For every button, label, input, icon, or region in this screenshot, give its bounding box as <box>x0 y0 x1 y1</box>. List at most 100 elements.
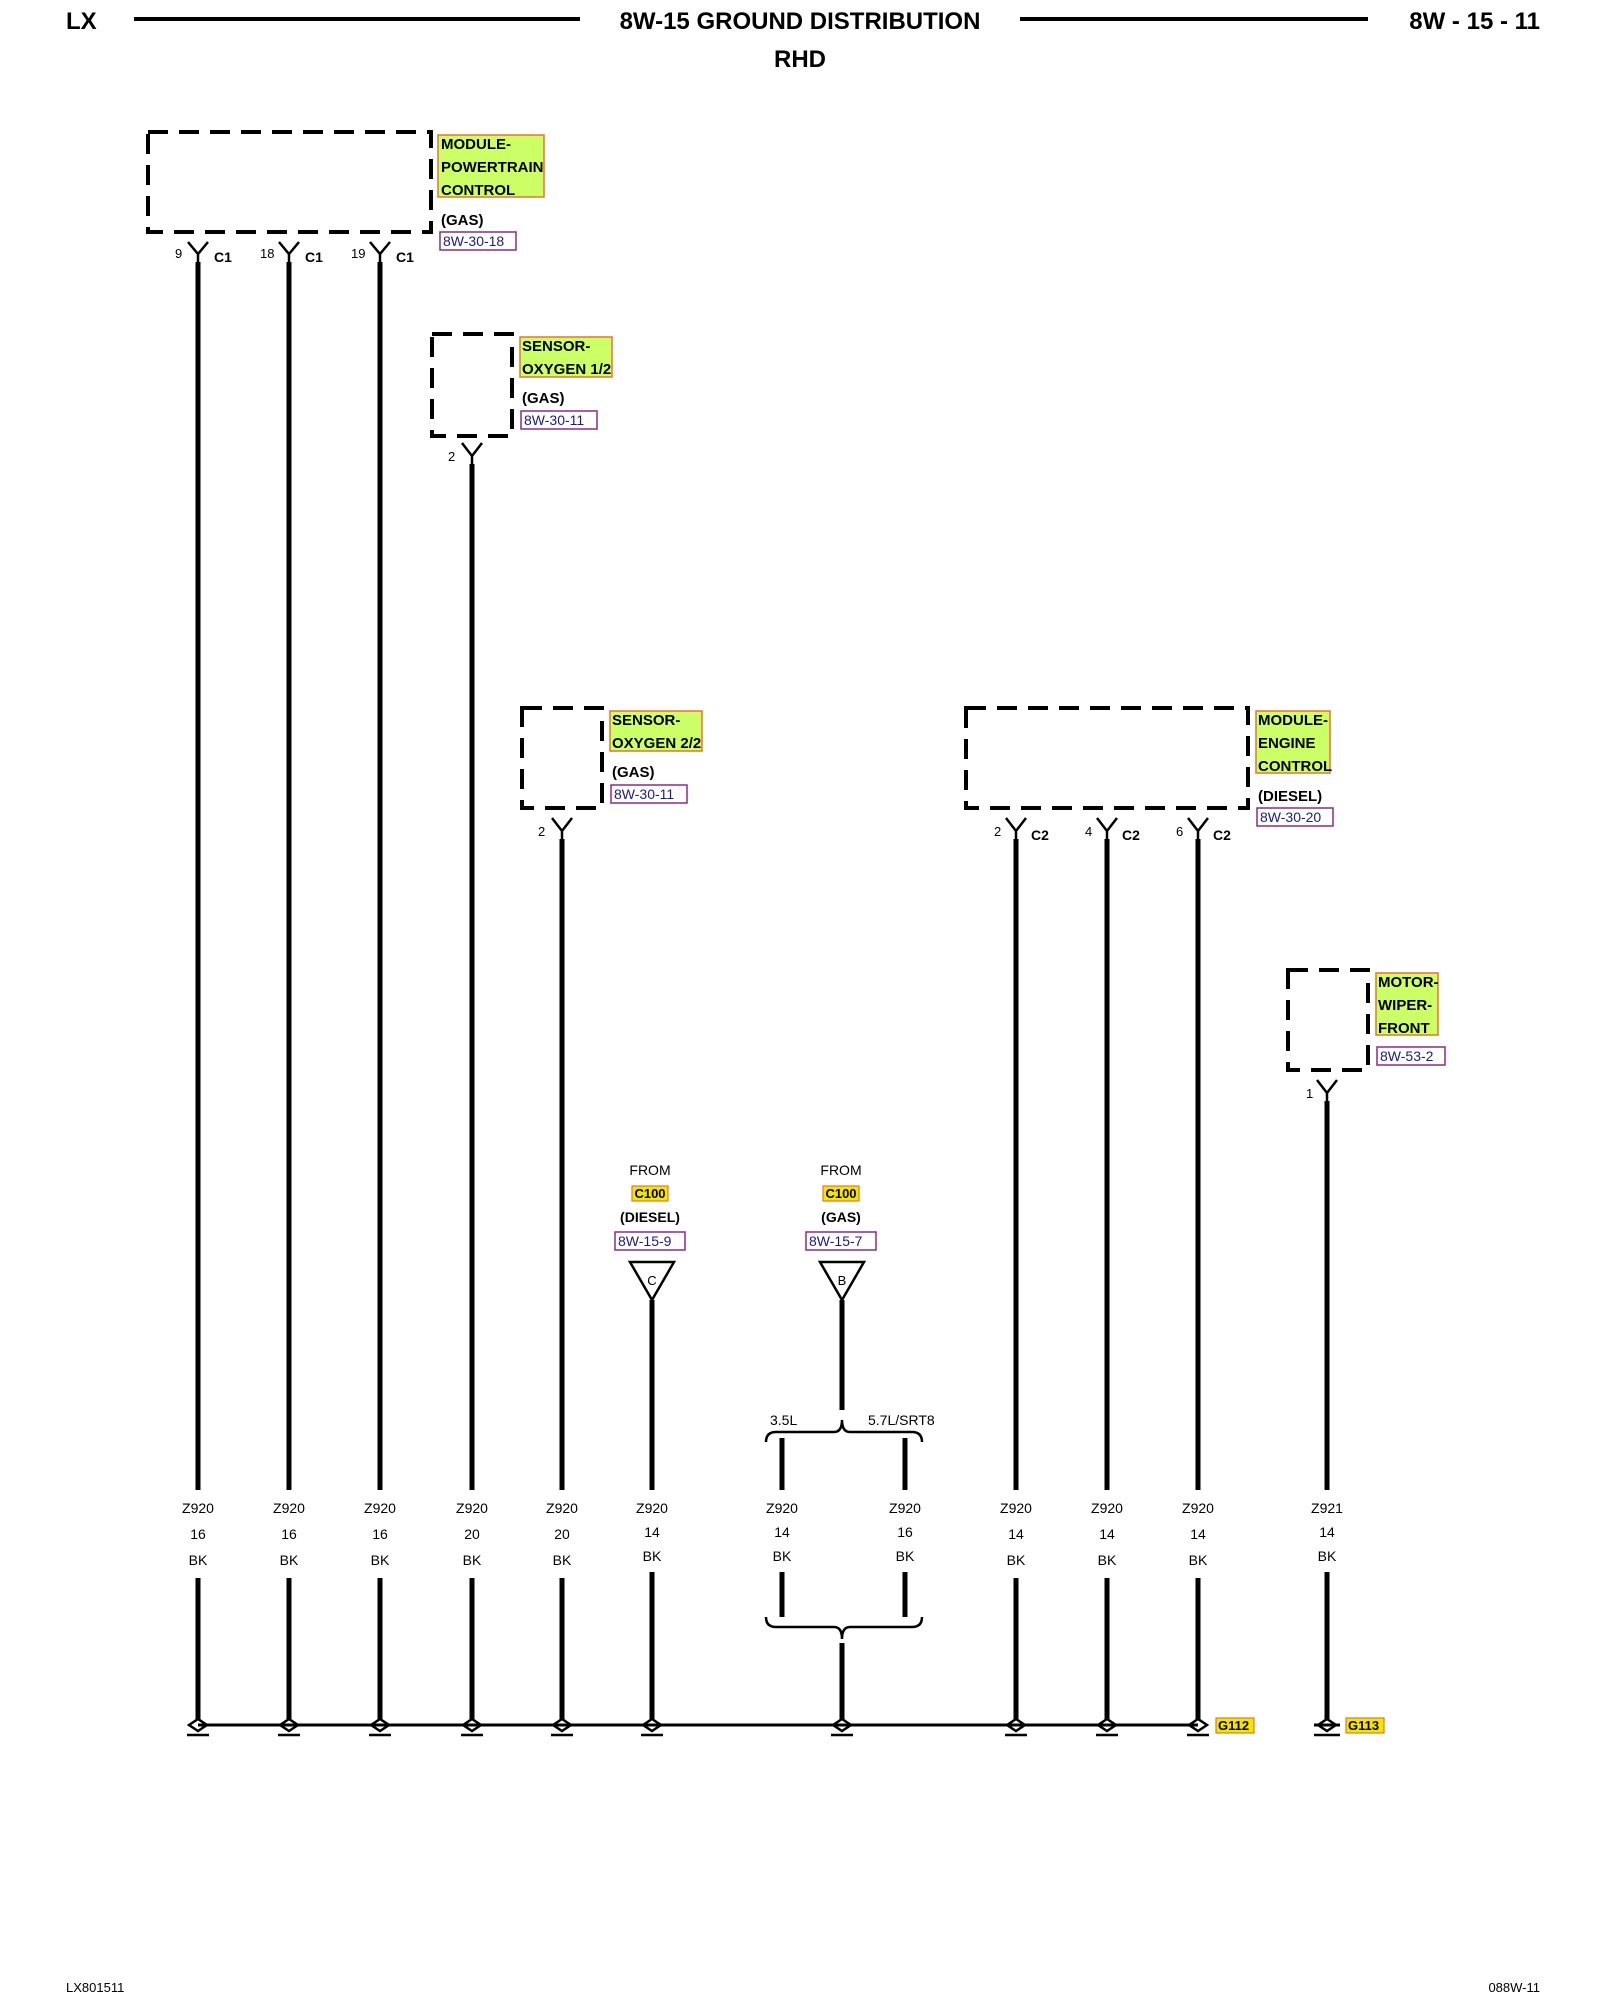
w7-circuit: Z920 <box>766 1500 798 1516</box>
g113-label: G113 <box>1348 1718 1379 1733</box>
o2-22-label-highlight <box>609 710 703 752</box>
pcm-label-1: MODULE- <box>441 136 511 153</box>
w11-gauge: 14 <box>1190 1526 1206 1542</box>
w7-gauge: 14 <box>774 1524 790 1540</box>
ecm-pin-6-connector: C2 <box>1213 827 1231 843</box>
pcm-component: MODULE- POWERTRAIN CONTROL (GAS) 8W-30-1… <box>146 130 545 251</box>
pcm-label-highlight <box>437 134 545 198</box>
w9-gauge: 14 <box>1008 1526 1024 1542</box>
wiper-pin-number: 1 <box>1306 1086 1313 1101</box>
w2-color: BK <box>280 1552 299 1568</box>
inline-b-conn: C100 <box>825 1186 856 1201</box>
pcm-box <box>146 130 433 234</box>
wiper-component: MOTOR- WIPER- FRONT 8W-53-2 1 <box>1286 968 1446 1101</box>
o2-12-label-2: OXYGEN 1/2 <box>522 361 611 378</box>
ecm-ref-box <box>1256 807 1334 827</box>
pcm-pin-19-connector: C1 <box>396 249 414 265</box>
wiper-pin <box>1316 1079 1338 1101</box>
w3-gauge: 16 <box>372 1526 388 1542</box>
o2-22-pin-number: 2 <box>538 824 545 839</box>
o2-12-ref-link[interactable]: 8W-30-11 <box>524 412 584 428</box>
pcm-label-2: POWERTRAIN <box>441 159 544 176</box>
w3-color: BK <box>371 1552 390 1568</box>
w4-gauge: 20 <box>464 1526 480 1542</box>
pcm-ref-box <box>439 231 517 251</box>
footer-right-code: 088W-11 <box>1488 1980 1540 1995</box>
o2-22-box <box>520 706 604 810</box>
ground-taps <box>186 1717 1210 1737</box>
ecm-label-1: MODULE- <box>1258 712 1328 729</box>
inline-c-conn: C100 <box>634 1186 665 1201</box>
inline-c-pin: C <box>647 1273 656 1288</box>
page-title: 8W-15 GROUND DISTRIBUTION <box>619 8 981 35</box>
pcm-pin-9-number: 9 <box>175 246 182 261</box>
inline-connector-b: FROM C100 (GAS) 8W-15-7 B <box>805 1162 877 1303</box>
ecm-box <box>964 706 1250 810</box>
ecm-pin-6-number: 6 <box>1176 824 1183 839</box>
w10-gauge: 14 <box>1099 1526 1115 1542</box>
o2-22-label-1: SENSOR- <box>612 712 680 729</box>
w6-color: BK <box>643 1548 662 1564</box>
w11-circuit: Z920 <box>1182 1500 1214 1516</box>
w8-color: BK <box>896 1548 915 1564</box>
inline-c-triangle <box>627 1260 677 1303</box>
pcm-ref-link[interactable]: 8W-30-18 <box>443 233 504 249</box>
wire-lower-segments <box>195 1572 1330 1720</box>
o2-12-box <box>430 332 514 438</box>
w9-color: BK <box>1007 1552 1026 1568</box>
ground-g113: G113 <box>1314 1717 1385 1737</box>
w10-circuit: Z920 <box>1091 1500 1123 1516</box>
inline-c-ref-link[interactable]: 8W-15-9 <box>618 1233 672 1249</box>
inline-connector-c: FROM C100 (DIESEL) 8W-15-9 C <box>614 1162 686 1303</box>
wiper-label-2: WIPER- <box>1378 997 1432 1014</box>
wire-labels: Z920 16 BK Z920 16 BK Z920 16 BK Z920 20… <box>182 1500 1343 1568</box>
ecm-pin-4: 4 C2 <box>1085 817 1140 843</box>
o2-12-pin <box>461 442 483 464</box>
header-model: LX <box>66 8 97 35</box>
o2-22-component: SENSOR- OXYGEN 2/2 (GAS) 8W-30-11 2 <box>520 706 703 839</box>
g112-label: G112 <box>1218 1718 1249 1733</box>
ecm-label-2: ENGINE <box>1258 735 1316 752</box>
ecm-label-3: CONTROL <box>1258 758 1332 775</box>
inline-b-from: FROM <box>820 1162 861 1178</box>
o2-22-ref-box <box>610 784 688 804</box>
w8-gauge: 16 <box>897 1524 913 1540</box>
wiper-ref-box <box>1376 1046 1446 1066</box>
inline-b-ref-link[interactable]: 8W-15-7 <box>809 1233 863 1249</box>
w7-color: BK <box>773 1548 792 1564</box>
pcm-pin-19: 19 C1 <box>351 241 414 265</box>
header-rule-left <box>134 17 580 21</box>
o2-12-note: (GAS) <box>522 390 565 407</box>
g112-highlight <box>1215 1717 1255 1734</box>
w2-gauge: 16 <box>281 1526 297 1542</box>
pcm-pin-19-number: 19 <box>351 246 365 261</box>
w5-color: BK <box>553 1552 572 1568</box>
split-label-left: 3.5L <box>770 1412 797 1428</box>
pcm-note: (GAS) <box>441 212 484 229</box>
w5-circuit: Z920 <box>546 1500 578 1516</box>
w12-circuit: Z921 <box>1311 1500 1343 1516</box>
header-rule-right <box>1020 17 1368 21</box>
ecm-pin-2-number: 2 <box>994 824 1001 839</box>
w2-circuit: Z920 <box>273 1500 305 1516</box>
w1-gauge: 16 <box>190 1526 206 1542</box>
wire-segments <box>195 262 1330 1490</box>
pcm-pin-18-connector: C1 <box>305 249 323 265</box>
pcm-pin-9-connector: C1 <box>214 249 232 265</box>
split-brace-top <box>764 1419 924 1443</box>
ecm-ref-link[interactable]: 8W-30-20 <box>1260 809 1321 825</box>
inline-c-note: (DIESEL) <box>620 1209 680 1225</box>
ecm-note: (DIESEL) <box>1258 788 1322 805</box>
pcm-label-3: CONTROL <box>441 182 515 199</box>
wiper-ref-link[interactable]: 8W-53-2 <box>1380 1048 1434 1064</box>
inline-c-from: FROM <box>629 1162 670 1178</box>
o2-12-ref-box <box>520 410 598 430</box>
w12-color: BK <box>1318 1548 1337 1564</box>
ecm-pin-4-connector: C2 <box>1122 827 1140 843</box>
pcm-pin-18: 18 C1 <box>260 241 323 265</box>
wiper-label-highlight <box>1375 972 1439 1036</box>
o2-12-label-highlight <box>519 336 613 378</box>
split-brace-bottom <box>764 1616 924 1640</box>
o2-22-ref-link[interactable]: 8W-30-11 <box>614 786 674 802</box>
